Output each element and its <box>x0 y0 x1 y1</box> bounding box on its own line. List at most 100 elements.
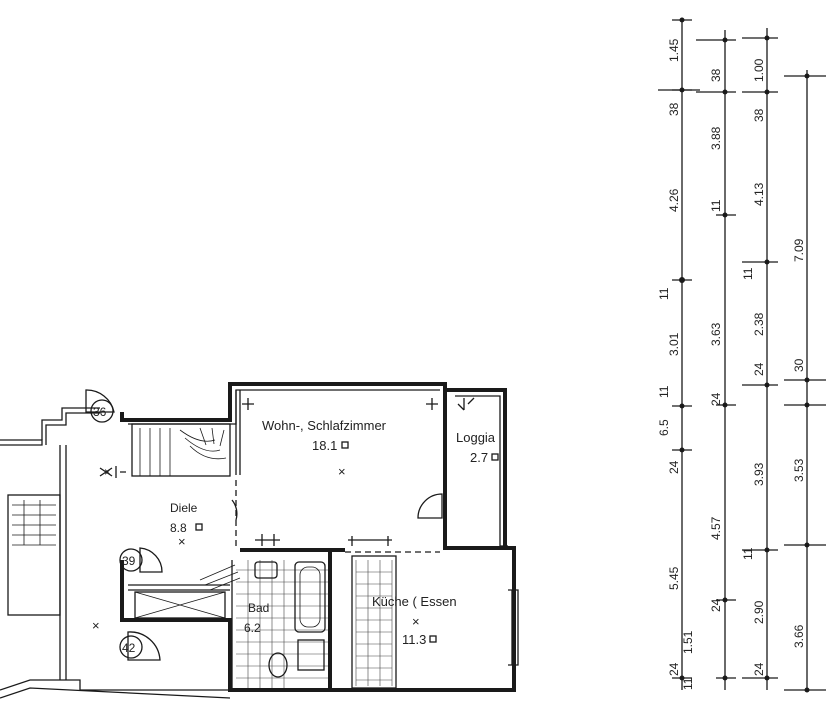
dim-col4-3: 3.66 <box>792 624 806 648</box>
partition-wohn-diele <box>235 390 241 475</box>
kitchen-window <box>508 589 519 666</box>
dim-col1-3: 11 <box>657 287 671 300</box>
switch-symbol-diele <box>255 534 280 546</box>
dim-col1-7: 24 <box>667 460 681 474</box>
shower-tray <box>297 639 325 671</box>
loggia-wall <box>443 390 505 550</box>
dim-col3-8: 2.90 <box>752 600 766 624</box>
dim-col1-1: 38 <box>667 102 681 116</box>
room-label-bad: Bad <box>248 601 269 615</box>
dim-col1-6: 6.5 <box>657 419 671 436</box>
dim-col3-5: 24 <box>752 362 766 376</box>
stair-diele-cross <box>134 591 226 619</box>
left-stair-block <box>7 494 61 616</box>
dim-ticks-col1 <box>658 19 700 679</box>
dim-col2-3: 3.63 <box>709 322 723 346</box>
dim-col3-6: 3.93 <box>752 462 766 486</box>
cross-mark-hall: × <box>92 618 100 633</box>
toilet <box>268 652 288 678</box>
dim-col3-1: 38 <box>752 108 766 122</box>
area-symbol-kueche <box>429 635 437 643</box>
room-label-diele: Diele <box>170 501 198 515</box>
dim-ticks-col4 <box>784 75 826 691</box>
dim-col2-2: 11 <box>709 199 723 212</box>
dim-col3-9: 24 <box>752 662 766 676</box>
dim-col3-4: 2.38 <box>752 312 766 336</box>
dim-col4-2: 3.53 <box>792 458 806 482</box>
dim-col2-1: 3.88 <box>709 126 723 150</box>
left-corridor-wall <box>41 407 100 445</box>
dim-dots-col4 <box>804 73 810 693</box>
dim-col2-7: 1.51 <box>681 630 695 654</box>
dim-col4-0: 7.09 <box>792 238 806 262</box>
room-area-loggia: 2.7 <box>470 450 488 465</box>
diele-bottom-wall <box>128 584 230 591</box>
door-arc-39 <box>139 547 163 573</box>
cross-mark-entry: × <box>104 465 111 479</box>
marker-circle-42 <box>119 635 143 659</box>
floor-plan: × × × × × Wohn-, Schlafzimmer 18.1 Loggi… <box>0 382 519 699</box>
dim-ticks-col3 <box>742 37 778 679</box>
cross-mark-diele: × <box>178 534 186 549</box>
dim-col1-4: 3.01 <box>667 332 681 356</box>
dim-col4-1: 30 <box>792 358 806 372</box>
area-symbol-diele <box>195 523 203 531</box>
room-area-kueche: 11.3 <box>402 632 426 647</box>
dim-col3-7: 11 <box>741 547 755 560</box>
left-vertical-wall <box>59 445 67 680</box>
dim-col3-3: 11 <box>741 267 755 280</box>
door-arc-42 <box>127 631 161 661</box>
dim-col1-5: 11 <box>657 385 671 398</box>
switch-symbol-wohn <box>242 398 438 410</box>
dim-col3-2: 4.13 <box>752 182 766 206</box>
room-area-bad: 6.2 <box>244 621 261 635</box>
room-area-diele: 8.8 <box>170 521 187 535</box>
dim-dots-col3 <box>764 35 770 681</box>
kitchen-tiles <box>355 560 393 686</box>
room-area-wohn: 18.1 <box>312 438 337 453</box>
stair-diele-hatch <box>199 564 241 591</box>
dim-col1-9: 24 <box>667 662 681 676</box>
cross-mark-wohn: × <box>338 464 346 479</box>
dim-dots-col2 <box>722 37 728 681</box>
radiator-wohn <box>348 536 392 546</box>
left-outer-wall-bottom <box>0 679 231 699</box>
dimension-chains: 1.45 38 4.26 11 3.01 11 6.5 24 5.45 24 3… <box>657 17 826 693</box>
dim-col2-8: 11 <box>681 677 695 690</box>
area-symbol-loggia <box>491 453 499 461</box>
dim-col2-0: 38 <box>709 68 723 82</box>
dim-col2-5: 4.57 <box>709 516 723 540</box>
dim-col3-0: 1.00 <box>752 58 766 82</box>
cross-mark-kitchen: × <box>412 614 420 629</box>
marker-36: 36 <box>93 405 107 419</box>
staircase <box>131 423 231 477</box>
bathtub-inner <box>299 566 321 628</box>
staircase-steps <box>139 427 227 476</box>
bathtub <box>294 561 326 633</box>
marker-42: 42 <box>122 641 136 655</box>
apartment-outer-wall <box>120 382 516 692</box>
switch-symbol-hall <box>99 466 126 478</box>
room-label-kueche: Küche ( Essen <box>372 594 457 609</box>
bath-tiles <box>236 560 328 688</box>
dim-col2-6: 24 <box>709 598 723 612</box>
stair-diele <box>134 591 226 619</box>
marker-circle-39 <box>119 548 143 572</box>
door-arc-loggia <box>417 493 443 519</box>
dim-col1-8: 5.45 <box>667 566 681 590</box>
room-label-loggia: Loggia <box>456 430 496 445</box>
marker-circle-36 <box>90 399 114 423</box>
left-stair-lines <box>12 500 56 546</box>
left-wall-upper <box>0 439 43 446</box>
room-label-wohn: Wohn-, Schlafzimmer <box>262 418 387 433</box>
dim-col2-4: 24 <box>709 392 723 406</box>
washbasin <box>254 561 278 579</box>
switch-symbol-loggia <box>457 397 475 411</box>
dim-dots-col1 <box>679 17 685 681</box>
area-symbol-wohn <box>341 441 349 449</box>
dim-col1-0: 1.45 <box>667 38 681 62</box>
marker-39: 39 <box>122 554 136 568</box>
door-arc-wohn <box>231 499 238 521</box>
dim-col1-2: 4.26 <box>667 188 681 212</box>
